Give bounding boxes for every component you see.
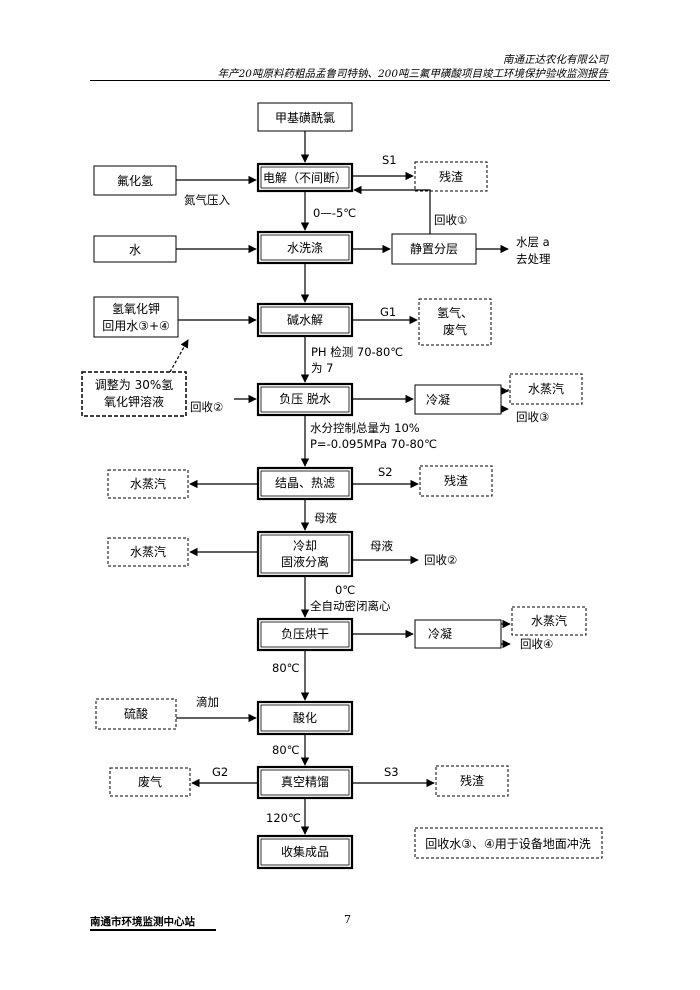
steam-2: 水蒸汽 bbox=[130, 476, 166, 491]
acidify-step: 酸化 bbox=[293, 710, 317, 725]
koh-line2: 回用水③+④ bbox=[102, 319, 170, 333]
main-process-boxes bbox=[256, 162, 354, 870]
residue-s2: 残渣 bbox=[444, 474, 468, 488]
gas-line2: 废气 bbox=[443, 322, 467, 337]
label-temp1: 0—-5℃ bbox=[313, 206, 356, 220]
box-labels: 甲基磺酰氯 氟化氢 电解（不间断） 残渣 水 水洗涤 静置分层 氢氧化钾 回用水… bbox=[95, 111, 591, 859]
water-layer-line1: 水层 a bbox=[516, 235, 550, 249]
label-centrifuge: 全自动密闭离心 bbox=[310, 599, 391, 613]
header-rule bbox=[90, 80, 610, 81]
waste-gas: 废气 bbox=[138, 774, 162, 789]
edge-labels: S1 氮气压入 0—-5℃ 回收① 水层 a 去处理 G1 PH 检测 70-8… bbox=[184, 153, 553, 825]
moisture-line2: P=-0.095MPa 70-80℃ bbox=[310, 437, 437, 451]
residue-s1: 残渣 bbox=[439, 170, 463, 184]
label-temp120: 120℃ bbox=[266, 811, 301, 825]
condense-2: 冷凝 bbox=[428, 626, 452, 641]
moisture-line1: 水分控制总量为 10% bbox=[310, 421, 420, 435]
label-s1: S1 bbox=[382, 153, 397, 167]
side-boxes-dashed bbox=[81, 161, 603, 859]
label-s2: S2 bbox=[378, 465, 393, 479]
label-recycle1: 回收① bbox=[434, 213, 467, 227]
koh-line1: 氢氧化钾 bbox=[112, 301, 160, 316]
label-temp0: 0℃ bbox=[335, 583, 355, 597]
label-s3: S3 bbox=[384, 765, 399, 779]
header-report-title: 年产20吨原料药粗品孟鲁司特钠、200吨三氟甲磺酸项目竣工环境保护验收监测报告 bbox=[217, 68, 608, 80]
vacuum-distillation-step: 真空精馏 bbox=[281, 775, 329, 789]
adjust-line2: 氧化钾溶液 bbox=[104, 394, 164, 409]
gas-line1: 氢气、 bbox=[437, 305, 473, 320]
collect-product-step: 收集成品 bbox=[281, 844, 329, 859]
steam-3: 水蒸汽 bbox=[130, 544, 166, 559]
label-mother1: 母液 bbox=[314, 511, 337, 525]
hydrolysis-step: 碱水解 bbox=[287, 313, 323, 327]
label-g1: G1 bbox=[380, 305, 396, 319]
start-material: 甲基磺酰氯 bbox=[275, 111, 335, 125]
ph-line2: 为 7 bbox=[311, 361, 333, 375]
crystallization-step: 结晶、热滤 bbox=[275, 476, 335, 490]
steam-1: 水蒸汽 bbox=[528, 381, 564, 396]
label-recycle2-in: 回收② bbox=[190, 400, 223, 414]
water-layer-line2: 去处理 bbox=[516, 252, 551, 266]
hf-input: 氟化氢 bbox=[117, 173, 153, 188]
electrolysis-step: 电解（不间断） bbox=[263, 170, 347, 185]
label-g2: G2 bbox=[212, 765, 228, 779]
sulfuric-acid: 硫酸 bbox=[124, 706, 148, 721]
wash-step: 水洗涤 bbox=[287, 241, 323, 255]
connector-arrows bbox=[169, 171, 511, 788]
vacuum-dehydration-step: 负压 脱水 bbox=[279, 391, 331, 406]
label-recycle3: 回收③ bbox=[516, 410, 549, 424]
label-mother2: 母液 bbox=[370, 539, 393, 553]
page-number: 7 bbox=[344, 913, 351, 926]
label-recycle2-out: 回收② bbox=[424, 553, 457, 567]
footer-station: 南通市环境监测中心站 bbox=[90, 915, 216, 931]
label-temp80b: 80℃ bbox=[272, 743, 300, 757]
label-temp80a: 80℃ bbox=[272, 661, 300, 675]
cooling-line2: 固液分离 bbox=[281, 554, 329, 569]
cooling-line1: 冷却 bbox=[293, 539, 317, 553]
residue-s3: 残渣 bbox=[460, 774, 484, 788]
recycle-note: 回收水③、④用于设备地面冲洗 bbox=[425, 836, 591, 851]
side-boxes-solid bbox=[93, 102, 502, 649]
water-input: 水 bbox=[129, 243, 141, 257]
label-recycle4: 回收④ bbox=[520, 637, 553, 651]
label-dropwise: 滴加 bbox=[196, 695, 219, 709]
steam-4: 水蒸汽 bbox=[531, 613, 567, 628]
condense-1: 冷凝 bbox=[426, 392, 450, 407]
label-nitrogen: 氮气压入 bbox=[184, 193, 230, 207]
header-company: 南通正达农化有限公司 bbox=[503, 54, 608, 66]
ph-line1: PH 检测 70-80℃ bbox=[311, 345, 403, 359]
settle-step: 静置分层 bbox=[410, 242, 458, 256]
adjust-line1: 调整为 30%氢 bbox=[95, 377, 174, 392]
vacuum-dry-step: 负压烘干 bbox=[281, 627, 329, 641]
